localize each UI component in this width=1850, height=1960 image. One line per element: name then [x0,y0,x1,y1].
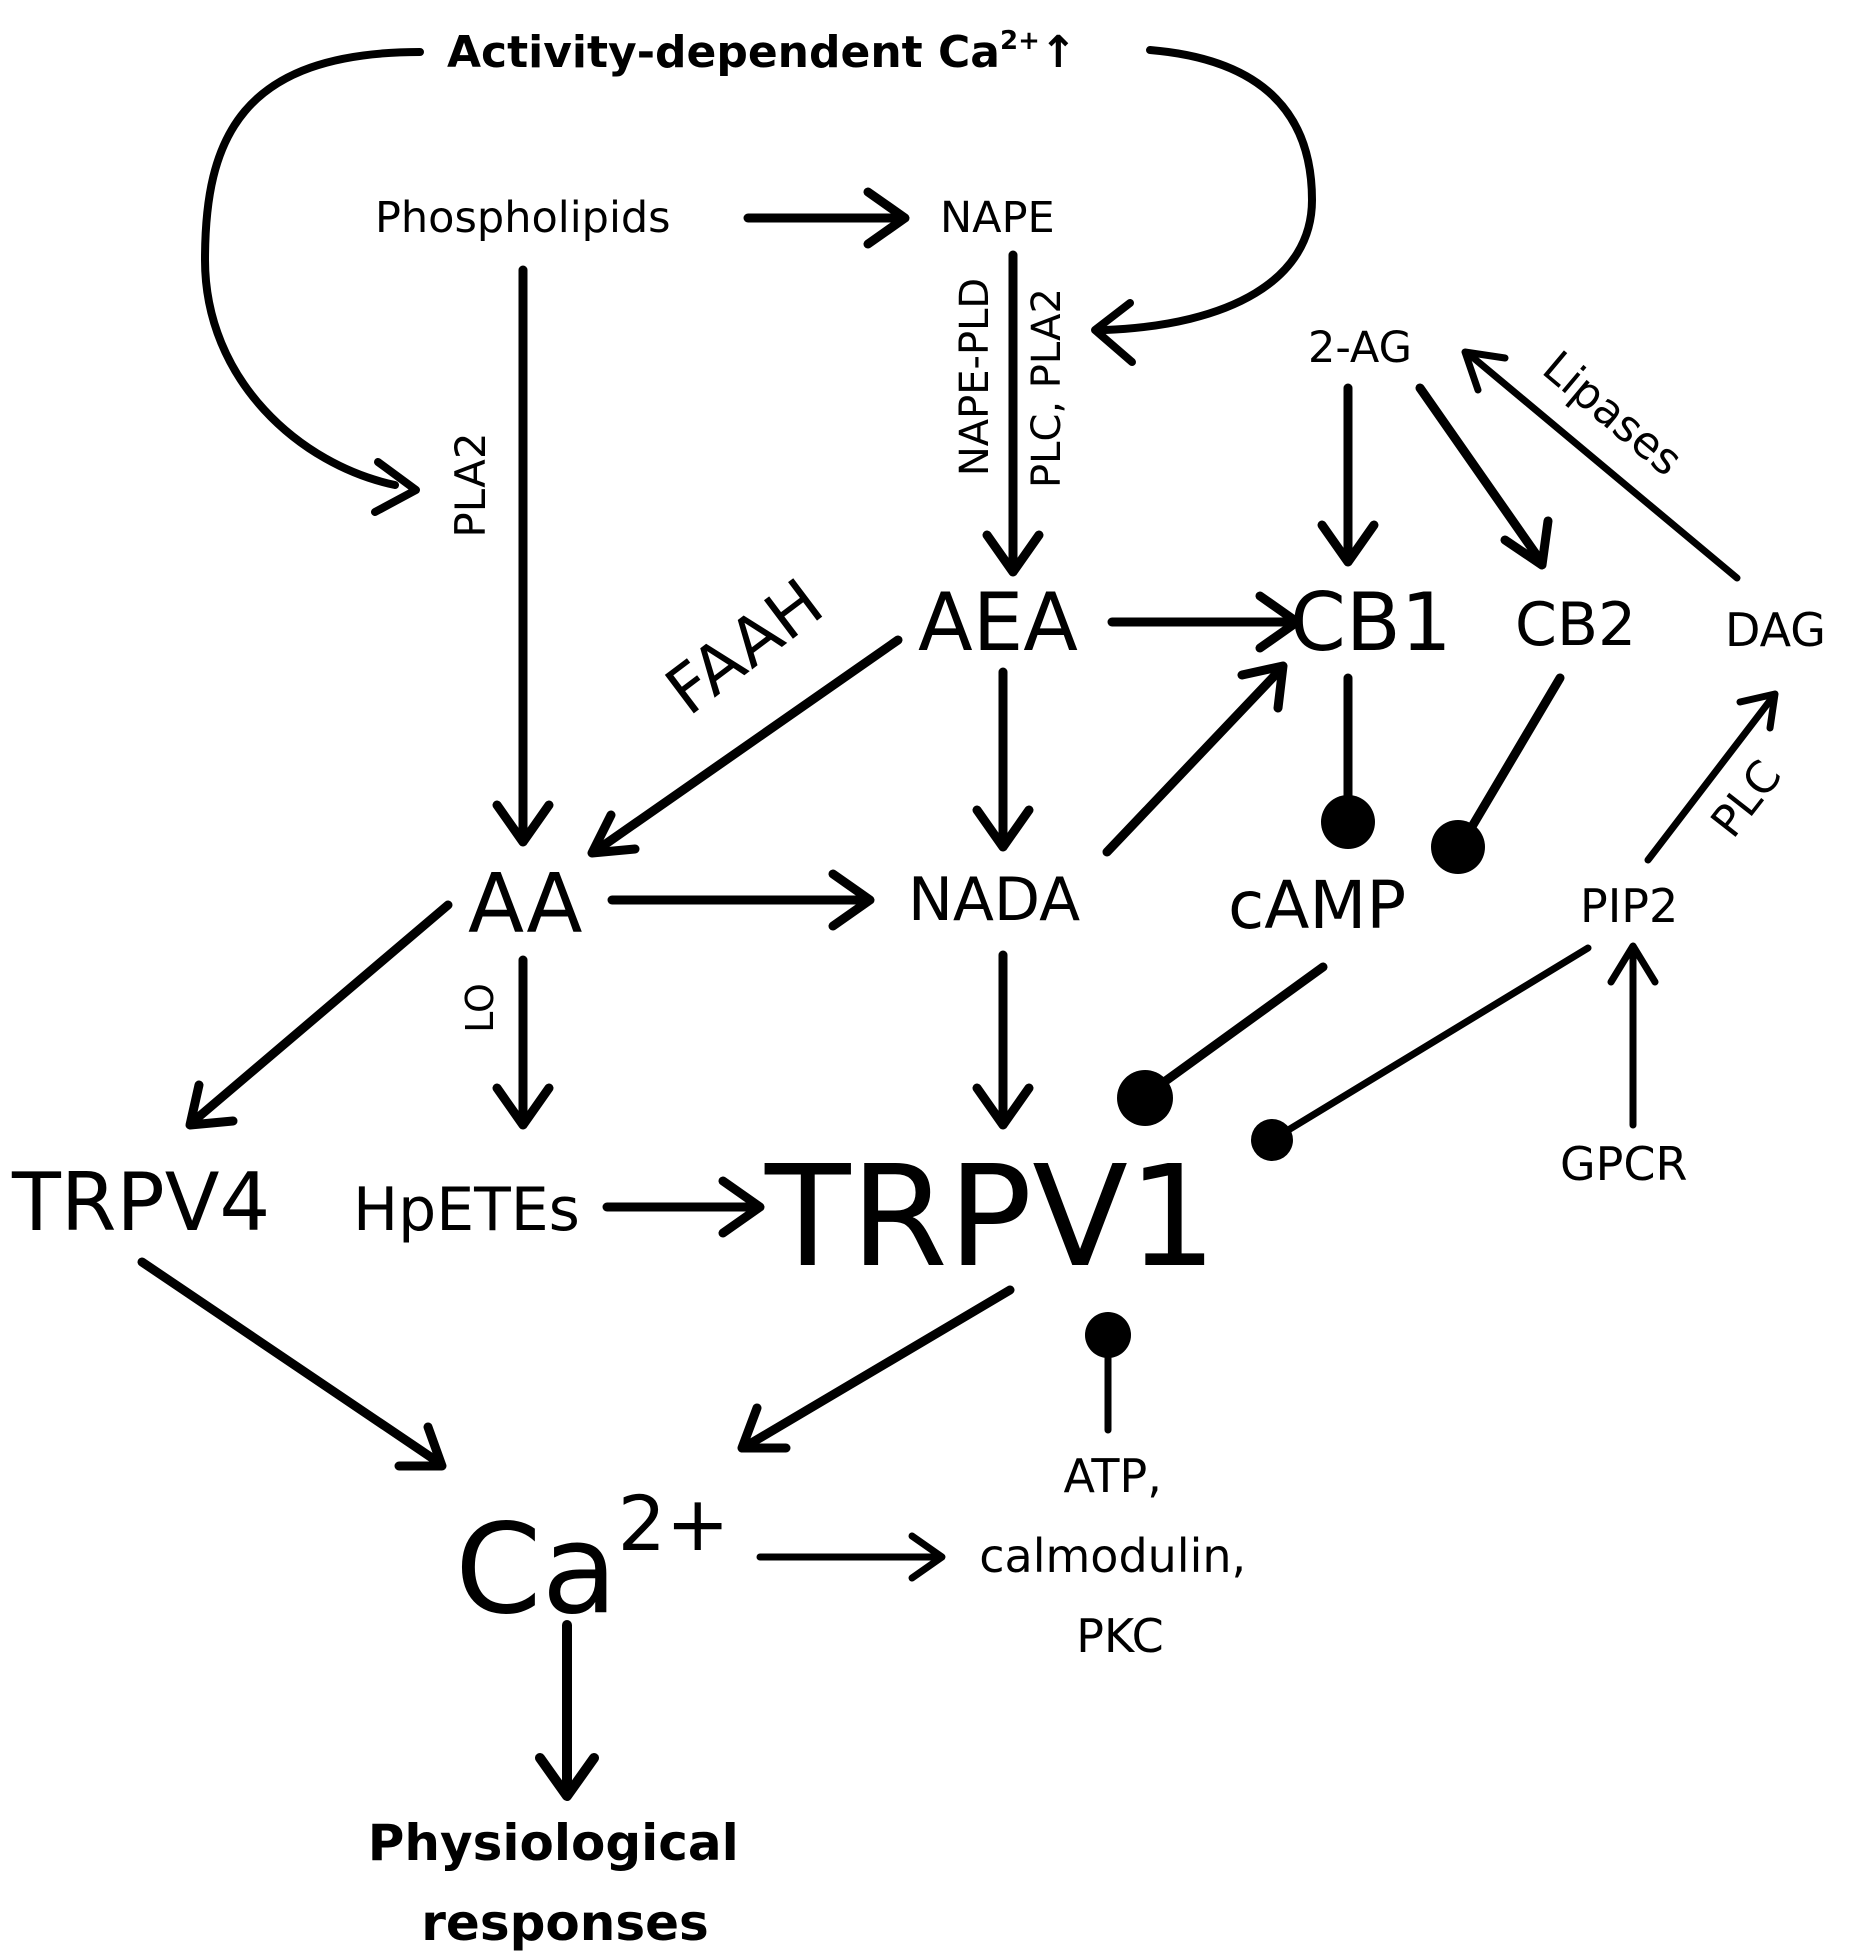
arrowhead-2ag-to-cb1 [1317,520,1379,567]
inhibition-pip2-trpv1 [1251,1119,1293,1161]
activity-superscript: 2+ [1000,26,1040,56]
arrowhead-nada-to-cb1 [1237,661,1288,713]
arrowhead-phospholipids-to-aa [492,800,554,847]
node-trpv1: TRPV1 [764,1136,1217,1299]
arrowhead-trpv4-to-ca [394,1422,447,1471]
nodes: Activity-dependent Ca2+↑ Phospholipids N… [11,26,1826,1952]
node-trpv4: TRPV4 [11,1156,270,1249]
node-2ag: 2-AG [1308,323,1412,373]
atp-line-3: PKC [1076,1609,1164,1663]
arrowhead-ca-to-physio [535,1753,599,1801]
node-atp-calmodulin-pkc: ATP, calmodulin, PKC [979,1449,1261,1663]
activity-label: Activity-dependent Ca [447,27,1000,78]
arrowhead-phospholipids-to-nape [863,187,910,249]
edge-aea-to-aa [592,635,903,855]
node-aea: AEA [918,576,1078,669]
node-nada: NADA [908,865,1080,935]
arrowhead-activity-to-pla2 [371,458,420,516]
edge-activity-to-plc-pla2 [1101,46,1316,334]
label-lo: LO [458,983,502,1033]
node-gpcr: GPCR [1560,1137,1687,1191]
arrowhead-aa-to-hpetes [492,1083,554,1130]
node-cb2: CB2 [1515,590,1636,660]
arrowhead-gpcr-to-pip2 [1607,942,1659,986]
node-pip2: PIP2 [1580,879,1678,933]
node-dag: DAG [1725,603,1826,657]
arrowhead-aa-to-nada [828,869,875,931]
node-activity-dependent-ca: Activity-dependent Ca2+↑ [447,26,1077,78]
atp-line-1: ATP, [1064,1449,1162,1503]
edge-dag-to-2ag [1466,351,1741,582]
node-physiological-responses: Physiological responses [368,1814,756,1952]
arrowhead-dag-to-2ag [1461,348,1509,394]
inhibition-cb1-camp [1321,795,1375,849]
arrowhead-hpetes-to-trpv1 [718,1176,765,1238]
edge-nada-to-cb1 [1102,665,1285,857]
ca-superscript: 2+ [618,1479,730,1568]
edge-pip2-to-dag [1644,694,1776,864]
arrowhead-2ag-to-cb2 [1500,516,1553,570]
arrowhead-aea-to-nada [972,805,1034,852]
atp-line-2: calmodulin, [979,1529,1246,1583]
arrowhead-aea-to-cb1 [1255,591,1302,653]
edge-cb2-inhibits-camp [1465,673,1565,835]
node-nape: NAPE [940,193,1055,243]
arrowhead-nape-to-aea [982,530,1044,577]
edge-activity-to-pla2 [201,48,424,489]
inhibition-cb2-camp [1431,820,1485,874]
edge-trpv4-to-ca [137,1257,443,1467]
arrowhead-nada-to-trpv1 [972,1083,1034,1130]
inhibition-camp-trpv1 [1117,1070,1173,1126]
arrowhead-pip2-to-dag [1736,690,1779,732]
arrowhead-trpv1-to-ca [737,1403,791,1453]
up-arrow-icon: ↑ [1040,27,1077,78]
node-hpetes: HpETEs [353,1175,580,1245]
ca-label: Ca [455,1498,618,1642]
label-lipases: Lipases [1533,341,1692,486]
arrowhead-aea-to-aa [587,810,640,858]
node-phospholipids: Phospholipids [375,193,671,243]
arrowhead-aa-to-trpv4 [185,1080,238,1130]
edge-2ag-to-cb2 [1415,383,1545,565]
edge-aa-to-trpv4 [190,900,453,1125]
arrowhead-activity-to-plc-pla2 [1091,299,1136,366]
edge-pip2-inhibits-trpv1 [1281,944,1592,1136]
node-camp: cAMP [1228,867,1406,944]
label-nape-pld: NAPE-PLD [952,278,998,476]
node-cb1: CB1 [1290,576,1452,669]
physio-line-2: responses [421,1894,709,1952]
label-plc: PLC [1701,751,1792,847]
edge-trpv1-to-ca [743,1285,1015,1450]
physio-line-1: Physiological [368,1814,739,1872]
node-aa: AA [468,857,582,952]
node-ca: Ca2+ [455,1479,730,1642]
edges [137,46,1779,1801]
label-plc-pla2: PLC, PLA2 [1024,288,1070,488]
inhibition-atp-trpv1 [1085,1312,1131,1358]
edge-camp-inhibits-trpv1 [1155,962,1328,1090]
arrowhead-ca-to-atp [908,1532,946,1582]
label-pla2: PLA2 [446,432,495,537]
